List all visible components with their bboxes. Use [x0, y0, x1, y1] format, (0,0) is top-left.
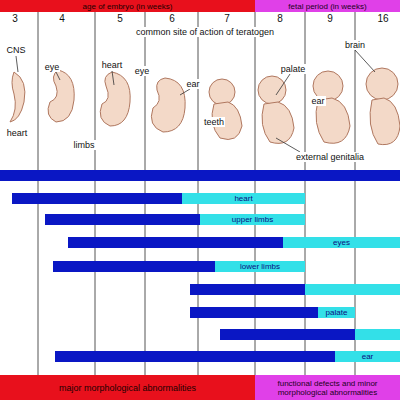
embryo-figures [10, 68, 400, 145]
leader-lines [16, 50, 375, 152]
organ-label: CNS [5, 45, 26, 55]
minor-period-bars [305, 284, 400, 340]
band-text: palate [326, 308, 348, 317]
organ-bar: ear [335, 351, 400, 362]
band-text: ear [362, 352, 374, 361]
band-text: upper limbs [232, 215, 273, 224]
organ-label: eye [44, 62, 61, 72]
organ-label: heart [101, 60, 124, 70]
band-text: eyes [333, 238, 350, 247]
week-number: 9 [326, 14, 334, 24]
organ-label: ear [310, 96, 325, 106]
cns-bar [0, 170, 400, 181]
week-number: 4 [58, 14, 66, 24]
organ-label: ear [185, 79, 200, 89]
week-number: 5 [116, 14, 124, 24]
band-text: fetal period (in weeks) [288, 2, 366, 11]
week-number: 3 [11, 14, 19, 24]
organ-bar: palate [318, 307, 355, 318]
organ-bar: eyes [283, 237, 400, 248]
band-text: major morphological abnormalities [59, 383, 196, 393]
period-band: age of embryo (in weeks) [0, 0, 255, 12]
week-number: 7 [223, 14, 231, 24]
organ-bar: heart [182, 193, 305, 204]
organ-label: limbs [72, 140, 95, 150]
organ-bar: upper limbs [200, 214, 305, 225]
period-band: fetal period (in weeks) [255, 0, 400, 12]
organ-label: palate [280, 64, 307, 74]
week-number: 8 [276, 14, 284, 24]
sensitive-period-bars [12, 193, 355, 362]
band-text: lower limbs [240, 262, 280, 271]
organ-label: teeth [203, 117, 225, 127]
organ-label: brain [344, 40, 366, 50]
week-number: 6 [168, 14, 176, 24]
organ-label: eye [134, 66, 151, 76]
organ-label: heart [6, 128, 29, 138]
band-text: age of embryo (in weeks) [83, 2, 173, 11]
outcome-band: functional defects and minor morphologic… [255, 375, 400, 400]
band-text: functional defects and minor morphologic… [258, 379, 397, 397]
week-number: 16 [376, 14, 389, 24]
outcome-band: major morphological abnormalities [0, 375, 255, 400]
organ-label: external genitalia [295, 152, 365, 162]
band-text: heart [234, 194, 252, 203]
chart-note: common site of action of teratogen [135, 27, 275, 37]
organ-bar: lower limbs [215, 261, 305, 272]
